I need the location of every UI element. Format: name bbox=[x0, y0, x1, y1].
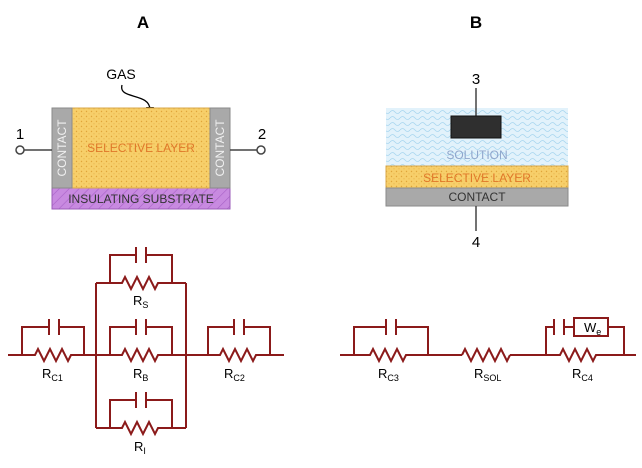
circuit-a: RC1 RS RB RI RC2 bbox=[8, 247, 284, 456]
contact-b bbox=[385, 187, 569, 207]
rs-wires bbox=[96, 254, 186, 284]
rc3-capacitor bbox=[385, 319, 397, 335]
rs-label: RS bbox=[133, 293, 148, 310]
rsol-label: RSOL bbox=[474, 366, 501, 383]
rc1-element: RC1 bbox=[21, 319, 85, 383]
warburg-label: We bbox=[584, 320, 601, 337]
selective-layer-a-label: SELECTIVE LAYER bbox=[87, 141, 195, 155]
rb-resistor bbox=[110, 346, 172, 364]
rc4-capacitor bbox=[553, 319, 565, 335]
gas-label: GAS bbox=[106, 66, 136, 82]
terminal-3-label: 3 bbox=[472, 71, 480, 88]
rc2-capacitor bbox=[233, 319, 245, 335]
rb-element: RB bbox=[109, 319, 173, 383]
terminal-1 bbox=[15, 145, 25, 155]
rc1-capacitor bbox=[48, 319, 60, 335]
rb-capacitor bbox=[135, 319, 147, 335]
contact-b-label: CONTACT bbox=[448, 190, 506, 204]
rs-capacitor bbox=[135, 247, 147, 263]
substrate-label: INSULATING SUBSTRATE bbox=[68, 192, 214, 206]
rsol-resistor bbox=[461, 346, 511, 364]
selective-layer-a bbox=[69, 107, 213, 189]
rc4-label: RC4 bbox=[572, 366, 593, 383]
terminal-2-label: 2 bbox=[258, 126, 266, 143]
rc1-resistor bbox=[22, 346, 84, 364]
rsol-element: RSOL bbox=[461, 346, 511, 383]
gas-arrow bbox=[121, 84, 151, 111]
rc1-label: RC1 bbox=[42, 366, 63, 383]
rs-element: RS bbox=[96, 247, 186, 310]
contact-left bbox=[51, 107, 73, 189]
contact-right bbox=[209, 107, 231, 189]
ri-wires bbox=[96, 399, 186, 429]
contact-left-label: CONTACT bbox=[55, 119, 69, 177]
rb-wires bbox=[109, 326, 173, 355]
ri-resistor bbox=[110, 419, 172, 437]
rc3-cap-wire bbox=[353, 326, 429, 355]
ri-label: RI bbox=[134, 439, 146, 456]
rc3-label: RC3 bbox=[378, 366, 399, 383]
solution-label: SOLUTION bbox=[446, 148, 507, 162]
selective-layer-b-label: SELECTIVE LAYER bbox=[423, 171, 531, 185]
warburg-element bbox=[573, 317, 609, 337]
rc4-resistor bbox=[546, 346, 624, 364]
rc2-label: RC2 bbox=[224, 366, 245, 383]
panel-b-title: B bbox=[470, 13, 482, 32]
ri-capacitor bbox=[135, 392, 147, 408]
rc4-upper-wire bbox=[545, 326, 625, 355]
terminal-4-label: 4 bbox=[472, 234, 480, 251]
ri-element: RI bbox=[96, 392, 186, 456]
rc3-element: RC3 bbox=[353, 319, 429, 383]
rc3-resistor bbox=[354, 346, 428, 364]
rc2-element: RC2 bbox=[207, 319, 271, 383]
rc4-element: We RC4 bbox=[545, 317, 625, 383]
working-electrode bbox=[450, 115, 502, 139]
panel-b: B SOLUTION 3 SELECTIVE LAYER CONTACT 4 bbox=[385, 13, 569, 251]
rc1-cap-wire bbox=[21, 326, 85, 355]
panel-a-title: A bbox=[137, 13, 149, 32]
circuit-b: RC3 RSOL We RC4 bbox=[340, 317, 636, 383]
rs-resistor bbox=[110, 274, 172, 292]
rc2-resistor bbox=[208, 346, 270, 364]
central-bus-wires bbox=[95, 283, 187, 428]
terminal-1-label: 1 bbox=[16, 126, 24, 143]
rc2-cap-wire bbox=[207, 326, 271, 355]
terminal-2 bbox=[256, 145, 266, 155]
contact-right-label: CONTACT bbox=[213, 119, 227, 177]
panel-a: A GAS INSULATING SUBSTRATE SELECTIVE LAY… bbox=[15, 13, 266, 210]
rb-label: RB bbox=[133, 366, 148, 383]
